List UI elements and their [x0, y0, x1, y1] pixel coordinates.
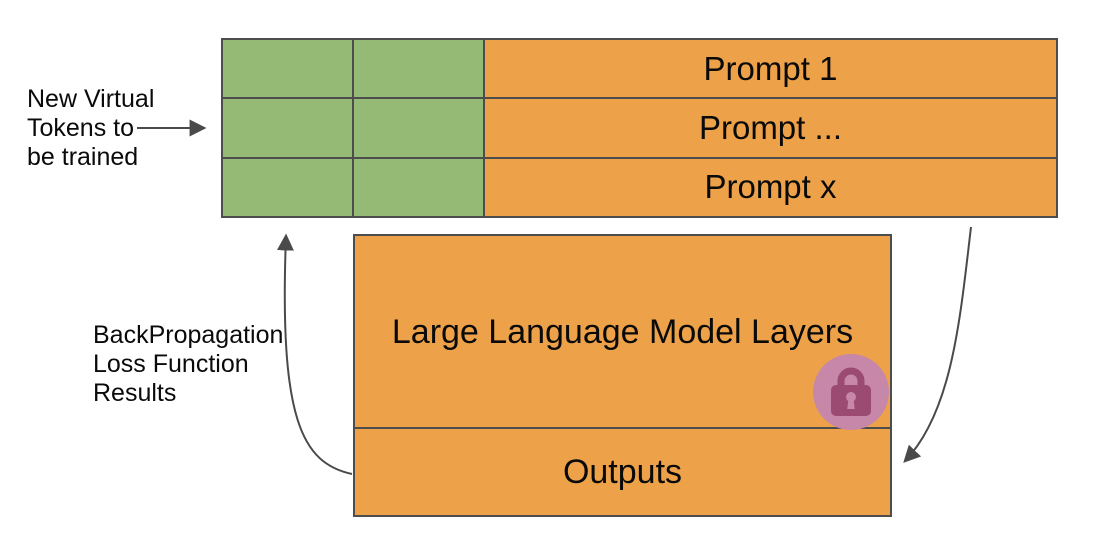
label-line: Results — [93, 379, 177, 407]
virtual-token-cell — [354, 158, 485, 216]
virtual-token-cell — [223, 99, 354, 157]
new-virtual-tokens-label: New Virtual Tokens to be trained — [27, 85, 154, 172]
virtual-token-cell — [354, 40, 485, 98]
prompt-label: Prompt ... — [698, 108, 843, 146]
label-line: BackPropagation — [93, 321, 284, 349]
prompt-cell: Prompt ... — [485, 99, 1056, 157]
label-line: New Virtual — [27, 85, 155, 113]
outputs-label: Outputs — [562, 452, 683, 491]
label-line: Tokens to — [27, 114, 135, 142]
prompt-table: Prompt 1 Prompt ... Prompt x — [221, 38, 1058, 218]
virtual-token-cell — [223, 158, 354, 216]
label-line: be trained — [27, 143, 139, 171]
virtual-token-cell — [223, 40, 354, 98]
prompt-table-row: Prompt x — [223, 156, 1056, 216]
prompts-to-model-arrow — [903, 226, 972, 463]
prompt-label: Prompt x — [704, 168, 837, 206]
backpropagation-label: BackPropagation Loss Function Results — [93, 321, 283, 408]
prompt-label: Prompt 1 — [703, 49, 838, 87]
virtual-token-cell — [354, 99, 485, 157]
prompt-cell: Prompt 1 — [485, 40, 1056, 98]
prompt-table-row: Prompt ... — [223, 97, 1056, 157]
label-line: Loss Function — [93, 350, 249, 378]
prompt-table-row: Prompt 1 — [223, 40, 1056, 98]
prompt-cell: Prompt x — [485, 158, 1056, 216]
outputs-section: Outputs — [355, 429, 890, 515]
llm-layers-title: Large Language Model Layers — [391, 313, 854, 351]
llm-model-box: Large Language Model Layers Outputs — [353, 234, 892, 517]
backprop-arrow — [276, 233, 353, 475]
llm-layers-section: Large Language Model Layers — [355, 236, 890, 429]
